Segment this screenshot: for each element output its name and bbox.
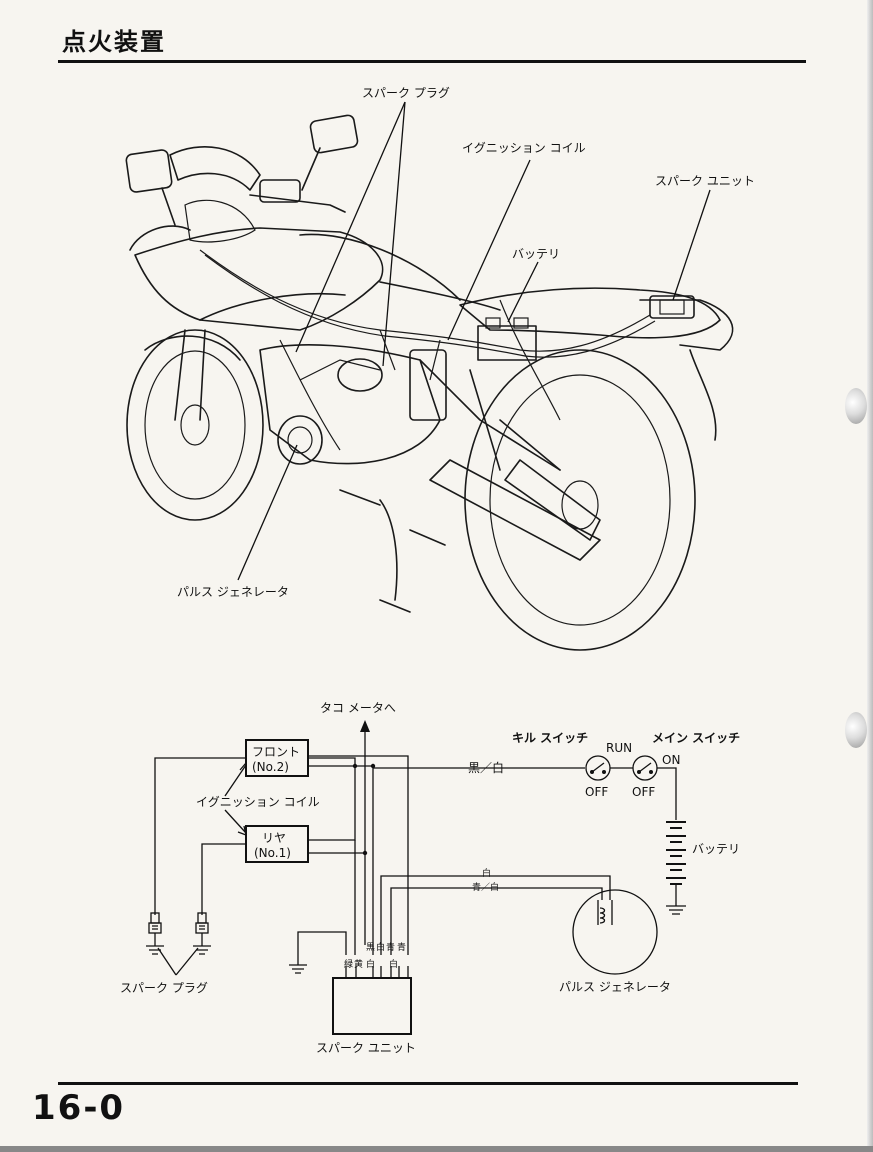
label-ignition-coil-schematic: イグニッション コイル: [196, 795, 320, 809]
pulse-generator-wires: [380, 875, 611, 955]
label-off-kill: OFF: [585, 785, 608, 799]
coil-front-name: フロント: [252, 745, 300, 759]
label-tachometer: タコ メータへ: [320, 701, 396, 715]
kill-switch-icon: [585, 755, 611, 781]
label-off-main: OFF: [632, 785, 655, 799]
battery-icon: [666, 821, 686, 915]
label-kill-switch: キル スイッチ: [512, 731, 588, 745]
wire-label-black-white: 黒／白: [468, 760, 504, 775]
coil-front-number: (No.2): [252, 760, 289, 774]
bottom-edge: [0, 1146, 873, 1152]
punch-hole-lower: [845, 712, 867, 748]
terminal-bottom-1: 緑: [344, 958, 353, 970]
page-title: 点火装置: [62, 28, 166, 56]
coil-rear-name: リヤ: [262, 831, 286, 845]
ignition-coil-callout-arrows: [224, 761, 247, 837]
label-on: ON: [662, 753, 680, 767]
label-spark-unit: スパーク ユニット: [655, 174, 755, 188]
coil-to-unit-wires: [308, 755, 409, 955]
label-ignition-coil: イグニッション コイル: [462, 141, 586, 155]
punch-hole-upper: [845, 388, 867, 424]
label-spark-plug: スパーク プラグ: [362, 86, 450, 100]
terminal-top-1: 黒: [366, 942, 375, 953]
label-battery: バッテリ: [512, 247, 560, 261]
illustration-leader-lines: [237, 101, 711, 581]
wire-label-blue-white: 青／白: [472, 881, 499, 893]
pulse-generator-icon: [572, 889, 658, 975]
label-spark-plug-schematic: スパーク プラグ: [120, 981, 208, 995]
spark-plug-1-icon: [146, 912, 164, 955]
label-battery-schematic: バッテリ: [692, 842, 740, 856]
spark-plug-callout-arrows: [157, 947, 199, 976]
terminal-top-4: 青: [397, 941, 406, 953]
title-rule: [58, 60, 806, 63]
wire-label-white: 白: [482, 867, 491, 879]
main-switch-icon: [632, 755, 658, 781]
footer-rule: [58, 1082, 798, 1085]
page-edge: [867, 0, 873, 1152]
page-number: 16-0: [32, 1088, 126, 1128]
label-main-switch: メイン スイッチ: [652, 731, 740, 745]
motorcycle-drawing: [125, 114, 734, 651]
spark-plug-2-icon: [193, 912, 211, 955]
label-run: RUN: [606, 741, 632, 755]
label-pulse-generator: パルス ジェネレータ: [177, 585, 289, 599]
terminal-bottom-5: 白: [389, 958, 398, 970]
terminal-bottom-2: 黄: [354, 958, 363, 970]
terminal-top-2: 白: [376, 941, 385, 953]
coil-rear-number: (No.1): [254, 846, 291, 860]
tachometer-arrow: [360, 720, 370, 945]
terminal-top-3: 青: [386, 941, 395, 953]
terminal-bottom-3: 白: [366, 958, 375, 970]
spark-unit-box: [332, 966, 412, 1035]
label-spark-unit-schematic: スパーク ユニット: [316, 1041, 416, 1055]
plug-leads: [154, 757, 246, 915]
label-pulse-generator-schematic: パルス ジェネレータ: [559, 980, 671, 994]
spark-unit-ground: [289, 931, 347, 974]
